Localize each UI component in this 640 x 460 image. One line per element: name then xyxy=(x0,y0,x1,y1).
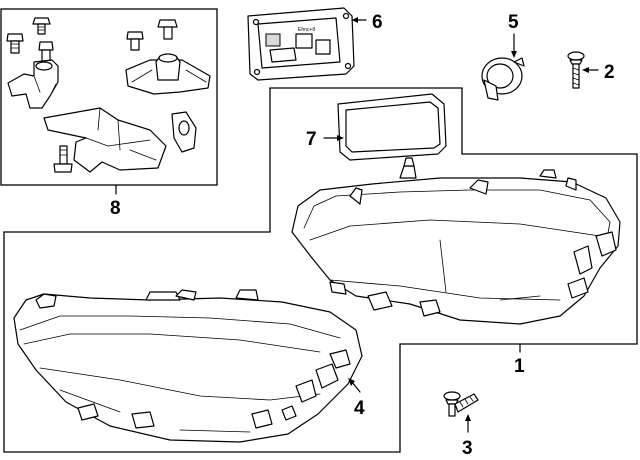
callout-6: 6 xyxy=(372,12,383,33)
bolt-lower xyxy=(53,145,73,173)
mount-bracket-right xyxy=(125,53,211,95)
assembly-box-1 xyxy=(3,87,638,453)
callout-4: 4 xyxy=(354,398,365,419)
bolt-right xyxy=(126,31,144,51)
bolt-top-left xyxy=(32,17,51,35)
bolt-center-left xyxy=(38,41,54,63)
seal-gasket xyxy=(337,93,447,161)
module-label: Ehnc+8 xyxy=(298,27,315,33)
leader-4 xyxy=(351,381,361,393)
arrow-5 xyxy=(511,51,517,58)
bolt-left xyxy=(6,33,24,54)
lower-bracket xyxy=(43,107,167,173)
bulb-cap xyxy=(481,57,525,101)
arrow-2 xyxy=(582,67,589,73)
bolt-top-right xyxy=(157,19,178,40)
screw-3 xyxy=(443,391,479,417)
callout-7: 7 xyxy=(306,129,317,150)
mount-bracket-left xyxy=(7,59,59,109)
arrow-4 xyxy=(348,378,355,386)
callout-8: 8 xyxy=(110,198,121,219)
arrow-6 xyxy=(352,17,358,23)
group-box-8 xyxy=(0,8,218,186)
control-module: Ehnc+8 xyxy=(247,7,355,81)
callout-1: 1 xyxy=(514,356,525,377)
screw-2 xyxy=(567,51,585,89)
arrow-3 xyxy=(465,414,471,421)
headlamp-right xyxy=(291,157,621,325)
headlamp-left xyxy=(13,289,363,443)
callout-5: 5 xyxy=(508,12,519,33)
callout-3: 3 xyxy=(462,438,473,459)
arrow-7 xyxy=(337,135,344,141)
gasket-plate xyxy=(171,111,197,153)
callout-2: 2 xyxy=(604,62,615,83)
